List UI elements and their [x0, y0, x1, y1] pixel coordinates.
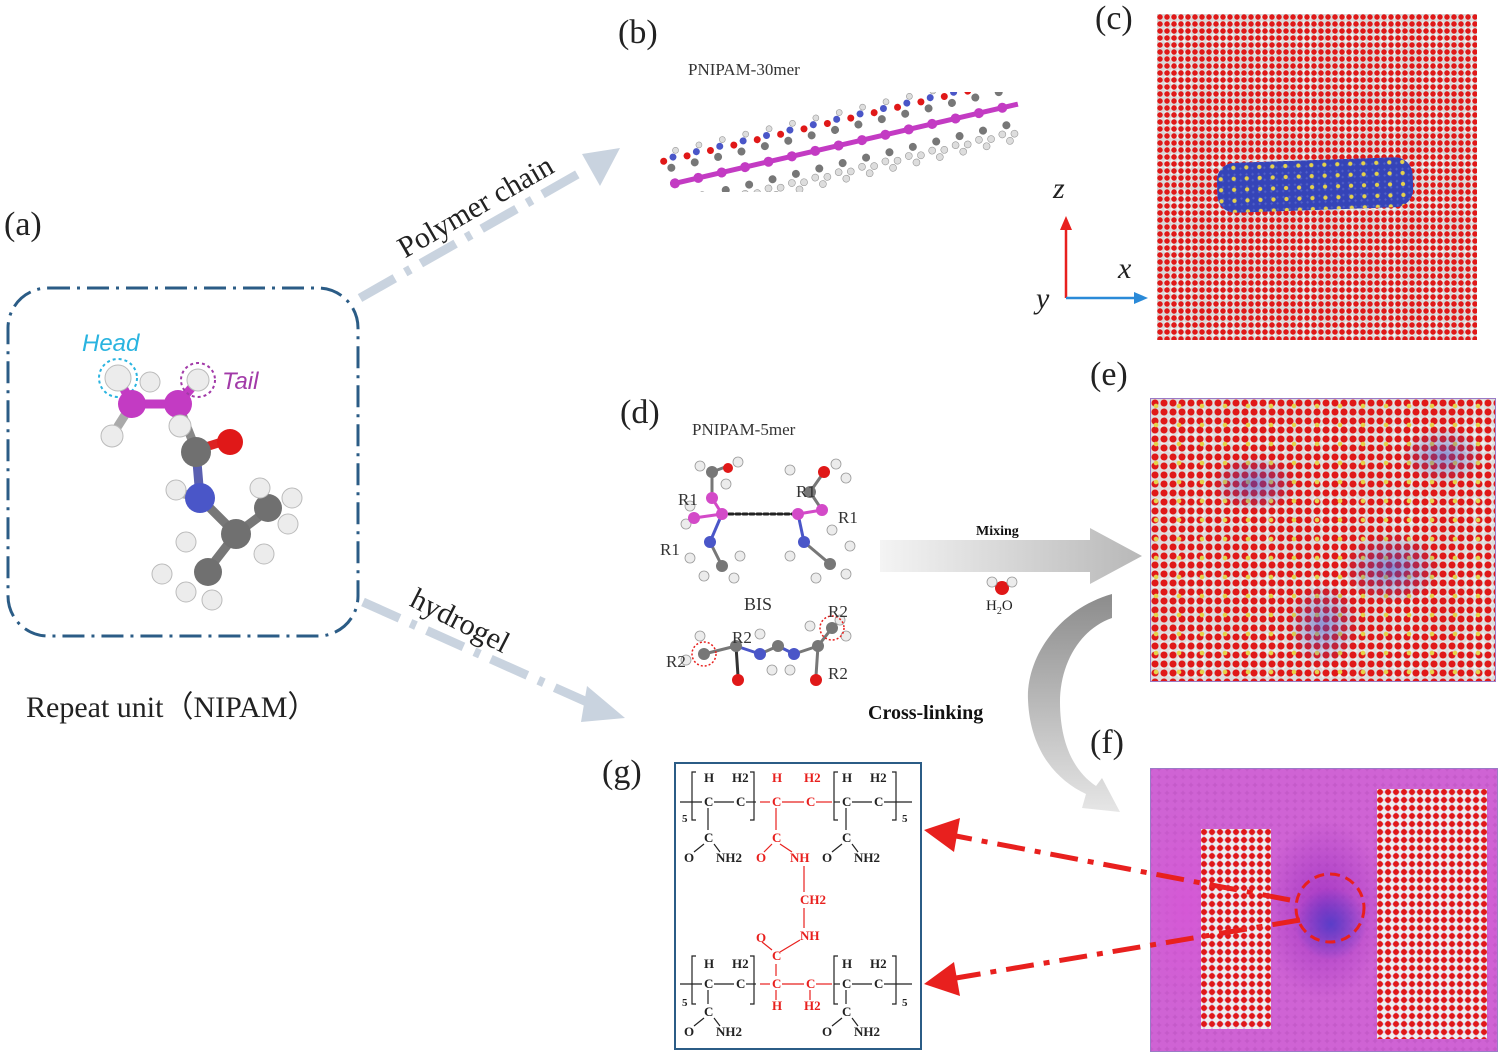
f-h2-6: H2	[804, 998, 821, 1013]
f-n-1: 5	[682, 813, 688, 825]
f-o-1: O	[684, 850, 694, 865]
f-h-5: H	[842, 956, 852, 971]
head-label: Head	[82, 330, 140, 357]
f-o-3: O	[822, 850, 832, 865]
f-h-1: H	[704, 770, 714, 785]
polymer-chain-image	[660, 92, 1022, 192]
chain-title: PNIPAM-30mer	[688, 60, 800, 79]
f-c-15: C	[842, 976, 851, 991]
f-c-7: C	[704, 830, 713, 845]
bis-structure	[680, 614, 852, 686]
repeat-unit-caption: Repeat unit（NIPAM）	[26, 691, 318, 724]
f-nh-2: NH	[800, 928, 820, 943]
repeat-unit-box	[6, 286, 360, 638]
f-h-3: H	[842, 770, 852, 785]
five-mer-title: PNIPAM-5mer	[692, 420, 796, 439]
panel-g-label: (g)	[602, 754, 642, 791]
f-o-6: O	[822, 1024, 832, 1039]
mixing-label: Mixing	[976, 524, 1019, 539]
r2-label-middle: R2	[732, 628, 752, 647]
bis-label: BIS	[744, 594, 773, 614]
panel-c-label: (c)	[1095, 0, 1133, 37]
hydrogel-box-f	[1150, 768, 1498, 1052]
f-nh2-1: NH2	[716, 850, 742, 865]
water-sub: 2	[996, 606, 1002, 617]
mixing-arrow	[880, 528, 1142, 584]
f-nh2-4: NH2	[854, 1024, 880, 1039]
f-c-16: C	[874, 976, 883, 991]
hydrogel-arrow	[361, 597, 625, 722]
r1-label-top-left: R1	[678, 490, 698, 509]
panel-e-label: (e)	[1090, 356, 1128, 393]
cross-linked-formula: H H2 H H2 H H2 C C C C C C 5 5 C C C O N…	[680, 770, 912, 1039]
r2-label-bottom-right: R2	[828, 664, 848, 683]
five-mer-structure	[680, 456, 856, 584]
r2-label-top-right: R2	[828, 602, 848, 621]
panel-b-label: (b)	[618, 14, 658, 51]
f-h-2: H	[772, 770, 782, 785]
f-o-2: O	[756, 850, 766, 865]
axis-x-label: x	[1118, 252, 1132, 285]
mixture-box-e	[1150, 398, 1496, 682]
f-c-3: C	[772, 794, 781, 809]
f-nh-1: NH	[790, 850, 810, 865]
formula-box	[674, 762, 922, 1050]
f-n-3: 5	[682, 997, 688, 1009]
panel-f-label: (f)	[1090, 724, 1124, 761]
f-h-6: H	[772, 998, 782, 1013]
f-h2-4: H2	[732, 956, 749, 971]
f-nh2-3: NH2	[716, 1024, 742, 1039]
f-c-8: C	[772, 830, 781, 845]
red-link-arrows	[924, 818, 1301, 996]
water-formula: H2O	[986, 598, 1013, 617]
f-c-17: C	[704, 1004, 713, 1019]
tail-label: Tail	[222, 368, 259, 395]
cross-linking-label: Cross-linking	[868, 702, 984, 724]
f-c-6: C	[874, 794, 883, 809]
f-o-5: O	[684, 1024, 694, 1039]
f-n-2: 5	[902, 813, 908, 825]
f-c-1: C	[704, 794, 713, 809]
axis-y-label: y	[1036, 282, 1050, 315]
f-n-4: 5	[902, 997, 908, 1009]
f-h2-2: H2	[804, 770, 821, 785]
f-c-2: C	[736, 794, 745, 809]
r1-label-top-right: R1	[796, 482, 816, 501]
axis-z-label: z	[1053, 172, 1065, 205]
f-c-14: C	[806, 976, 815, 991]
highlight-circle	[1294, 872, 1366, 944]
f-c-10: C	[772, 948, 781, 963]
water-box-c	[1157, 14, 1477, 340]
cross-linking-arrow	[1027, 594, 1120, 812]
f-c-4: C	[806, 794, 815, 809]
r1-label-right: R1	[838, 508, 858, 527]
panel-a-label: (a)	[4, 206, 42, 243]
f-c-13: C	[772, 976, 781, 991]
f-o-4: O	[756, 930, 766, 945]
f-c-12: C	[736, 976, 745, 991]
f-h2-5: H2	[870, 956, 887, 971]
polymer-chain-arrow	[357, 148, 620, 302]
f-c-9: C	[842, 830, 851, 845]
f-h2-1: H2	[732, 770, 749, 785]
f-ch2-1: CH2	[800, 892, 826, 907]
axis-indicator	[1060, 216, 1148, 304]
f-c-5: C	[842, 794, 851, 809]
f-h-4: H	[704, 956, 714, 971]
f-c-11: C	[704, 976, 713, 991]
water-o: O	[1001, 598, 1013, 614]
water-h: H	[986, 598, 997, 614]
panel-d-label: (d)	[620, 394, 660, 431]
f-h2-3: H2	[870, 770, 887, 785]
water-molecule-icon	[986, 576, 1018, 595]
f-c-18: C	[842, 1004, 851, 1019]
r1-label-bottom-left: R1	[660, 540, 680, 559]
r2-label-left: R2	[666, 652, 686, 671]
f-nh2-2: NH2	[854, 850, 880, 865]
